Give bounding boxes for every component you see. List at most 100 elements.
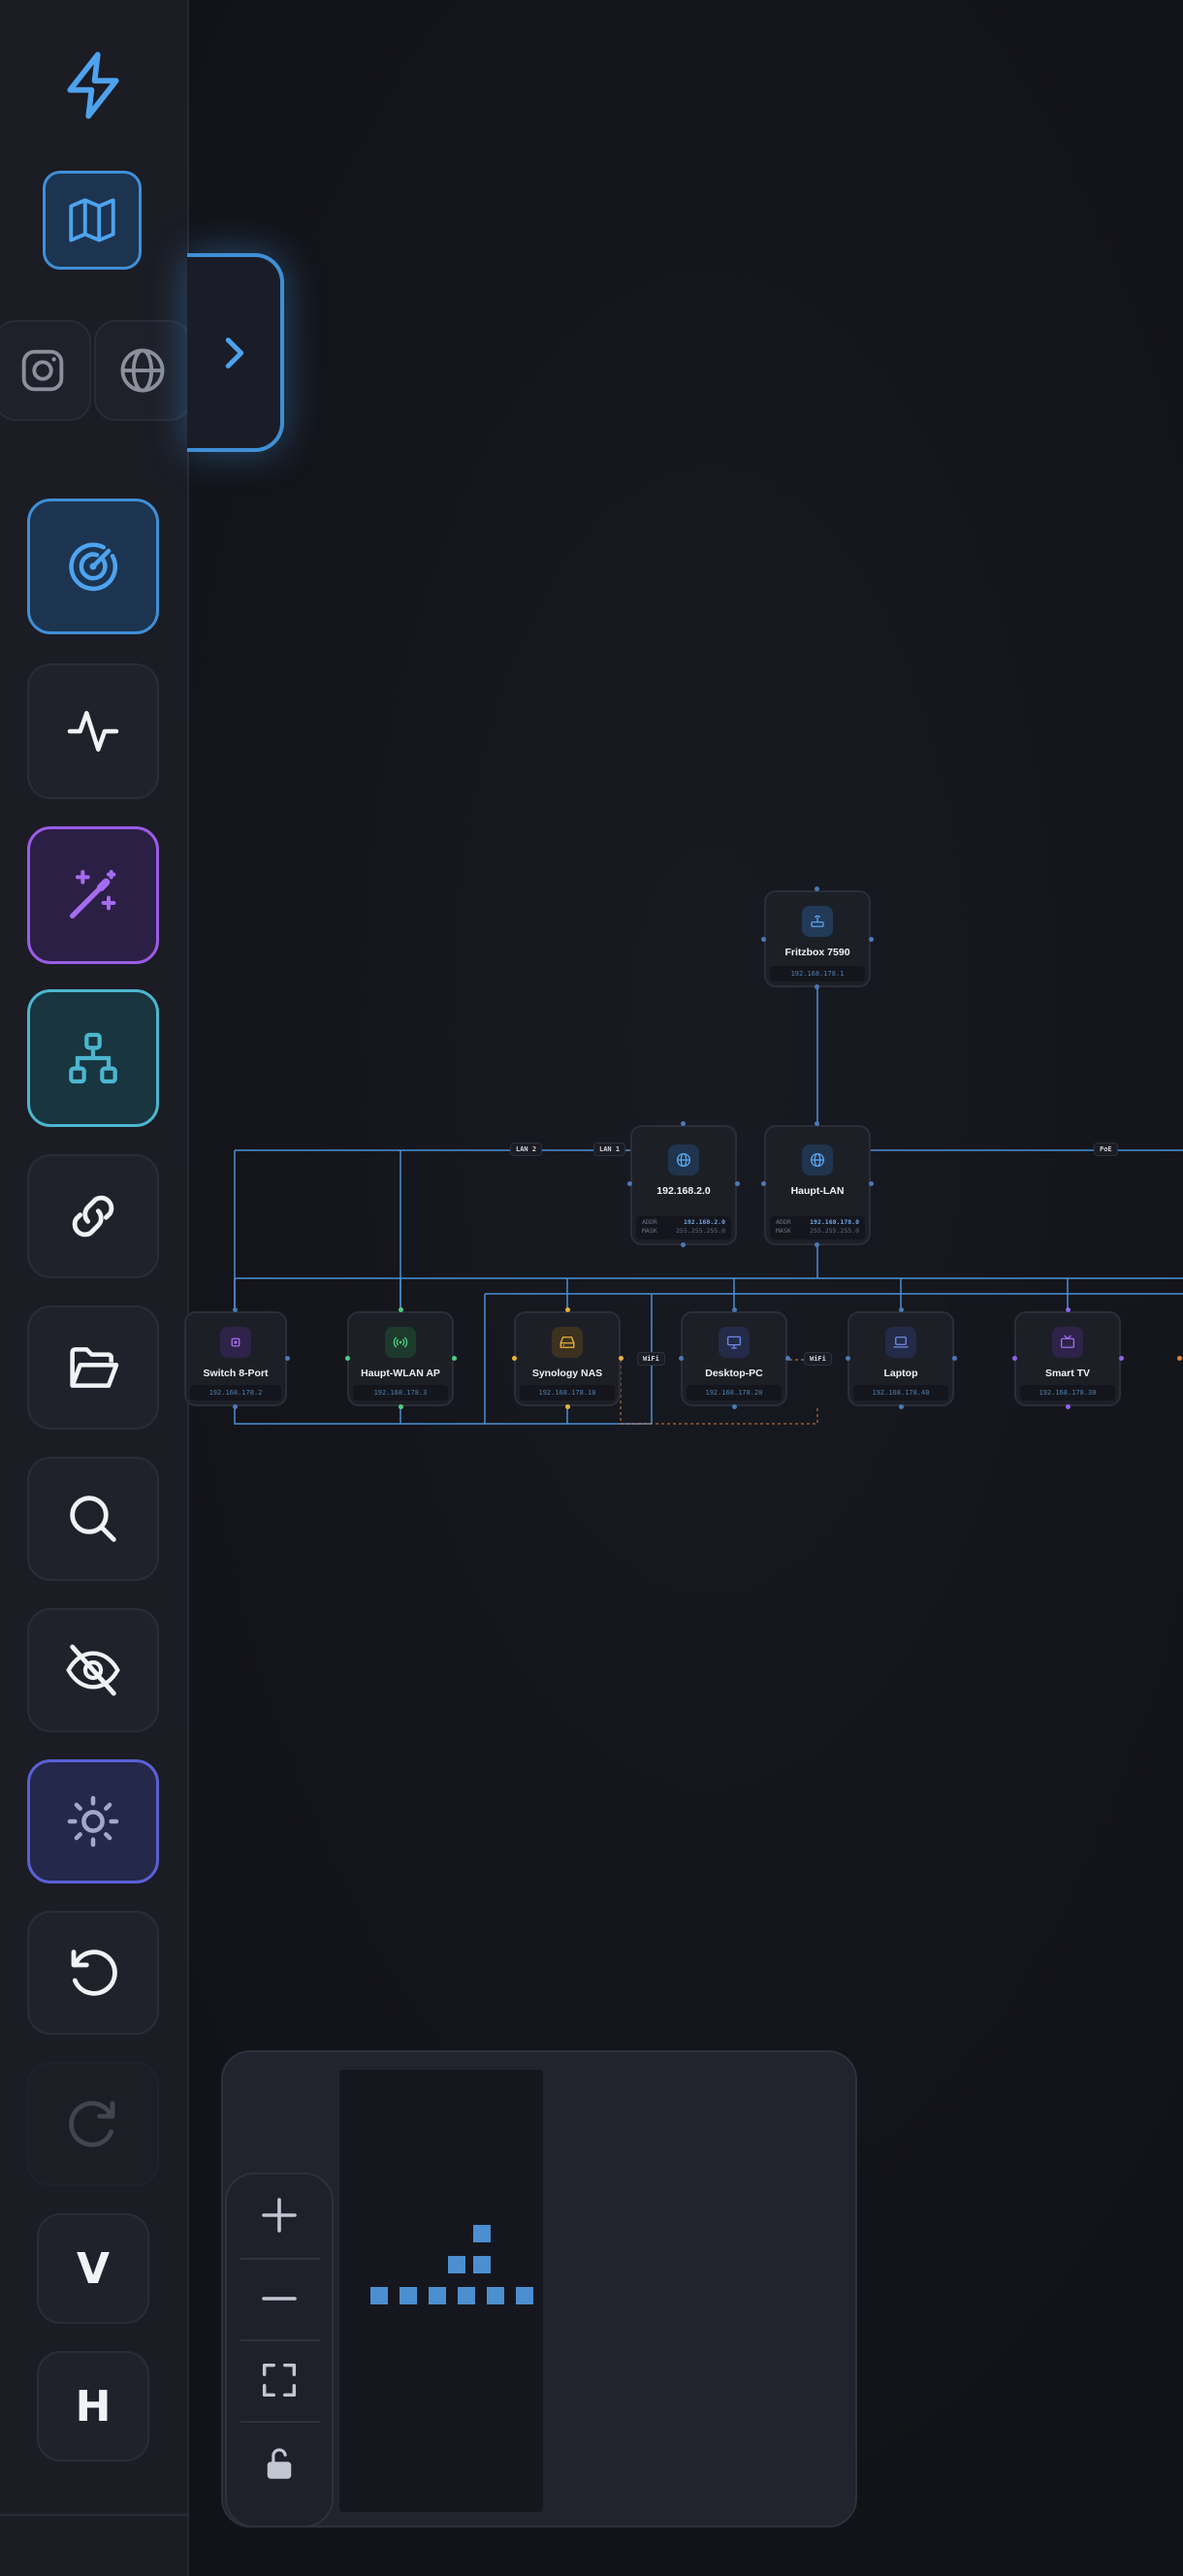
zoom-out-button[interactable]	[227, 2258, 332, 2339]
laptop-icon	[885, 1327, 916, 1358]
scan-network-button[interactable]	[27, 499, 159, 634]
undo-button[interactable]	[27, 1911, 159, 2035]
node-port[interactable]	[761, 937, 766, 942]
minimap-node	[473, 2256, 491, 2273]
node-port[interactable]	[681, 1121, 686, 1126]
minimap-node	[429, 2287, 446, 2304]
node-port[interactable]	[619, 1356, 623, 1361]
search-button[interactable]	[27, 1457, 159, 1581]
controls-divider	[240, 2258, 320, 2260]
auto-layout-button[interactable]	[27, 826, 159, 964]
instagram-button[interactable]	[0, 320, 91, 421]
plus-icon	[262, 2198, 297, 2233]
node-port[interactable]	[815, 984, 819, 989]
node-port[interactable]	[732, 1404, 737, 1409]
toggle-lock-button[interactable]	[227, 2423, 332, 2504]
node-port[interactable]	[512, 1356, 517, 1361]
globe-icon	[802, 1144, 833, 1175]
website-button[interactable]	[94, 320, 191, 421]
edge-label-wifi: WiFi	[804, 1352, 832, 1366]
node-port[interactable]	[233, 1307, 238, 1312]
sidebar-divider	[0, 2514, 187, 2516]
network-tree-icon	[69, 1032, 117, 1084]
minimap-node	[370, 2287, 388, 2304]
link-icon	[72, 1195, 114, 1238]
node-port[interactable]	[899, 1404, 904, 1409]
node-port[interactable]	[681, 1242, 686, 1247]
expand-panel-button[interactable]	[187, 253, 284, 452]
connect-button[interactable]	[27, 1154, 159, 1278]
minus-icon	[262, 2297, 297, 2301]
zoom-controls	[225, 2173, 334, 2528]
zoom-in-button[interactable]	[227, 2174, 332, 2256]
search-icon	[70, 1496, 116, 1542]
instagram-icon	[21, 349, 64, 392]
minimap[interactable]	[339, 2070, 543, 2512]
node-fritzbox[interactable]: Fritzbox 7590 192.168.178.1	[764, 890, 871, 987]
node-port[interactable]	[732, 1307, 737, 1312]
map-icon	[69, 198, 115, 242]
chevron-right-icon	[225, 337, 244, 369]
horizontal-layout-button[interactable]: H	[37, 2351, 149, 2462]
node-nas[interactable]: Synology NAS 192.168.178.10	[514, 1311, 621, 1406]
vertical-layout-button[interactable]: V	[37, 2213, 149, 2324]
node-port[interactable]	[565, 1404, 570, 1409]
node-port[interactable]	[869, 1181, 874, 1186]
node-port[interactable]	[815, 1242, 819, 1247]
open-file-button[interactable]	[27, 1305, 159, 1430]
node-port[interactable]	[815, 886, 819, 891]
redo-icon	[69, 2101, 115, 2147]
map-button[interactable]	[43, 171, 142, 270]
node-ip: 192.168.178.40	[853, 1385, 948, 1401]
node-port[interactable]	[1119, 1356, 1124, 1361]
node-wlan-ap[interactable]: Haupt-WLAN AP 192.168.178.3	[347, 1311, 454, 1406]
toggle-visibility-button[interactable]	[27, 1608, 159, 1732]
fit-view-button[interactable]	[227, 2339, 332, 2421]
node-port[interactable]	[399, 1307, 403, 1312]
undo-icon	[71, 1949, 117, 1996]
node-port[interactable]	[679, 1356, 684, 1361]
node-port[interactable]	[1012, 1356, 1017, 1361]
node-port[interactable]	[952, 1356, 957, 1361]
node-port[interactable]	[735, 1181, 740, 1186]
lightning-bolt-icon[interactable]	[56, 48, 130, 122]
unlock-icon	[267, 2448, 292, 2479]
node-port[interactable]	[1177, 1356, 1182, 1361]
node-port[interactable]	[345, 1356, 350, 1361]
mask-value: 255.255.255.0	[676, 1227, 725, 1235]
topology-button[interactable]	[27, 989, 159, 1127]
addr-value: 192.168.2.0	[683, 1218, 725, 1226]
redo-button[interactable]	[27, 2062, 159, 2186]
node-port[interactable]	[761, 1181, 766, 1186]
node-port[interactable]	[285, 1356, 290, 1361]
monitor-activity-button[interactable]	[27, 663, 159, 799]
node-port[interactable]	[452, 1356, 457, 1361]
addr-value: 192.168.178.0	[810, 1218, 859, 1226]
sidebar: V H	[0, 0, 191, 2576]
node-port[interactable]	[1066, 1307, 1071, 1312]
node-desktop[interactable]: Desktop-PC 192.168.178.20	[681, 1311, 787, 1406]
node-smart-tv[interactable]: Smart TV 192.168.178.30	[1014, 1311, 1121, 1406]
node-laptop[interactable]: Laptop 192.168.178.40	[847, 1311, 954, 1406]
minimap-node	[473, 2225, 491, 2242]
node-port[interactable]	[846, 1356, 850, 1361]
node-port[interactable]	[899, 1307, 904, 1312]
node-port[interactable]	[565, 1307, 570, 1312]
node-port[interactable]	[869, 937, 874, 942]
node-port[interactable]	[399, 1404, 403, 1409]
node-port[interactable]	[627, 1181, 632, 1186]
addr-label: ADDR	[642, 1218, 657, 1226]
activity-pulse-icon	[67, 711, 119, 752]
theme-toggle-button[interactable]	[27, 1759, 159, 1884]
node-port[interactable]	[785, 1356, 790, 1361]
node-switch[interactable]: Switch 8-Port 192.168.178.2	[184, 1311, 287, 1406]
node-port[interactable]	[815, 1121, 819, 1126]
node-name: Synology NAS	[531, 1368, 603, 1379]
sun-icon	[67, 1795, 119, 1848]
node-name: 192.168.2.0	[656, 1185, 711, 1197]
node-port[interactable]	[233, 1404, 238, 1409]
minimap-node	[487, 2287, 504, 2304]
node-port[interactable]	[1066, 1404, 1071, 1409]
